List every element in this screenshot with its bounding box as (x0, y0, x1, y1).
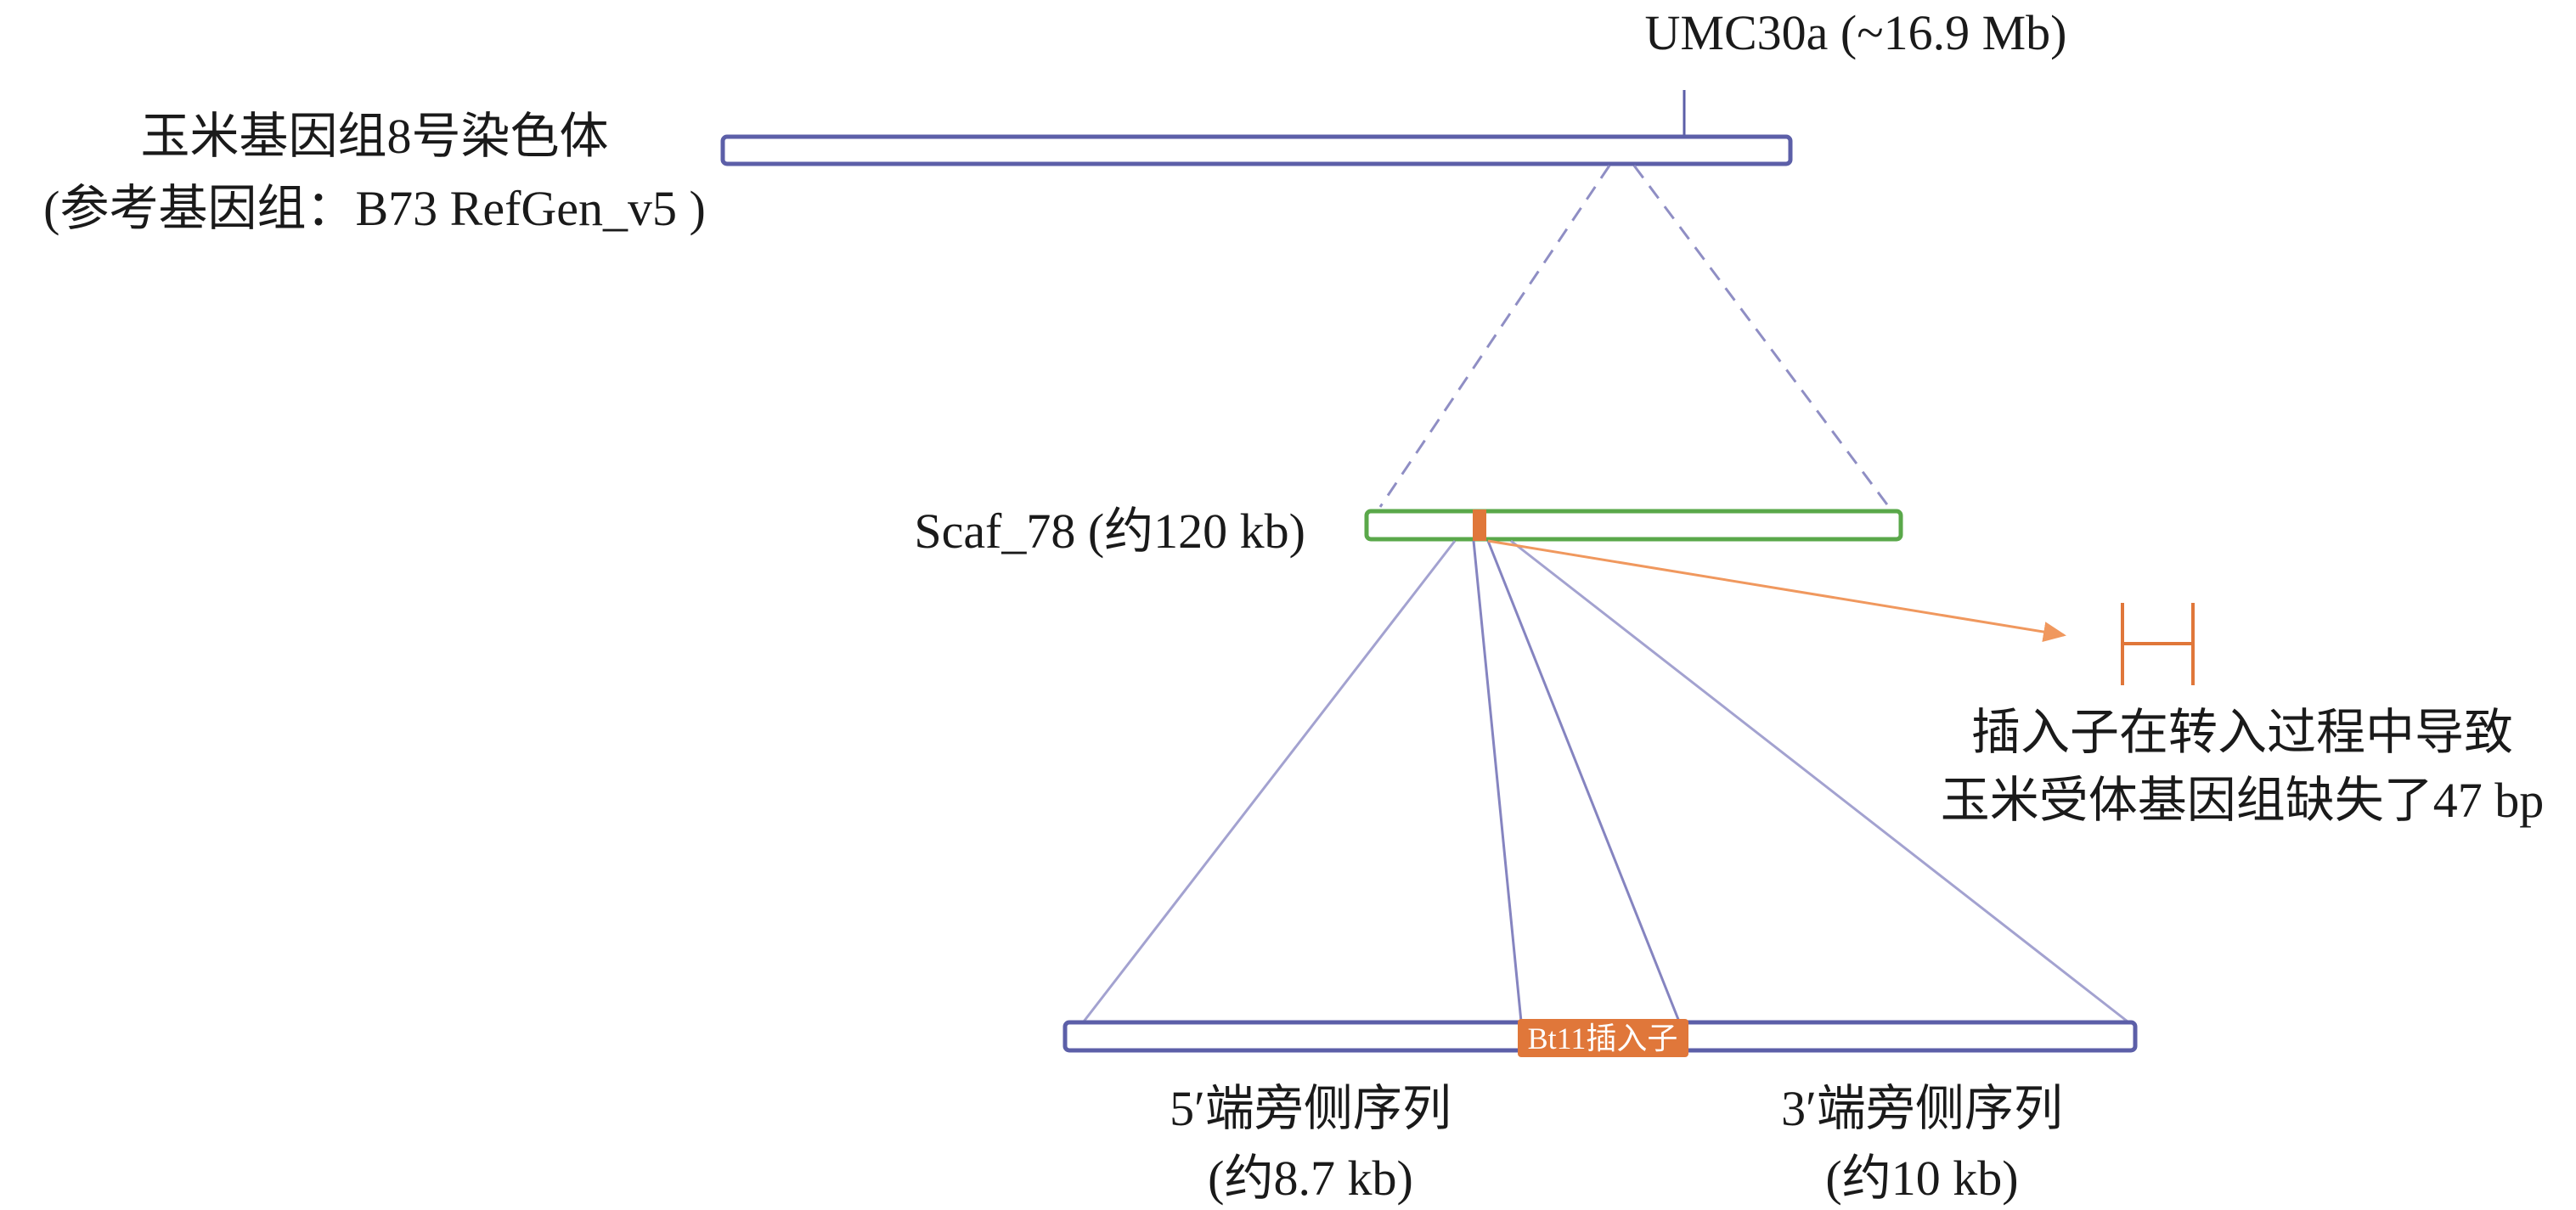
bt11-insert-block (1518, 1019, 1688, 1057)
scaffold-insert-site (1473, 509, 1486, 541)
right-flank-size: (约10 kb) (1825, 1151, 2018, 1206)
right-flank-label: 3′端旁侧序列 (1781, 1081, 2063, 1136)
connector-line (1510, 539, 2128, 1023)
chromosome-8-bar (720, 134, 1793, 166)
zoom-line-right (1632, 165, 1891, 508)
deletion-note-line1: 插入子在转入过程中导致 (1971, 705, 2513, 760)
scaffold-bar (1364, 509, 1903, 542)
left-flank-label: 5′端旁侧序列 (1170, 1081, 1451, 1136)
deletion-note-line2: 玉米受体基因组缺失了47 bp (1941, 773, 2545, 828)
connector-line (1082, 540, 1457, 1022)
bt11-insert-label: Bt11插入子 (1528, 1021, 1678, 1055)
scaffold-label: Scaf_78 (约120 kb) (914, 504, 1305, 559)
chromosome-reference: (参考基因组：B73 RefGen_v5 ) (43, 181, 706, 236)
zoom-line-left (1378, 165, 1611, 508)
deletion-arrow (1487, 539, 2066, 642)
chromosome-title: 玉米基因组8号染色体 (140, 109, 608, 164)
connector-line (1472, 540, 1523, 1022)
connector-line (1486, 540, 1681, 1022)
marker-label: UMC30a (~16.9 Mb) (1645, 5, 2067, 60)
deletion-size-bracket-icon (2121, 603, 2195, 685)
left-flank-size: (约8.7 kb) (1208, 1151, 1413, 1206)
